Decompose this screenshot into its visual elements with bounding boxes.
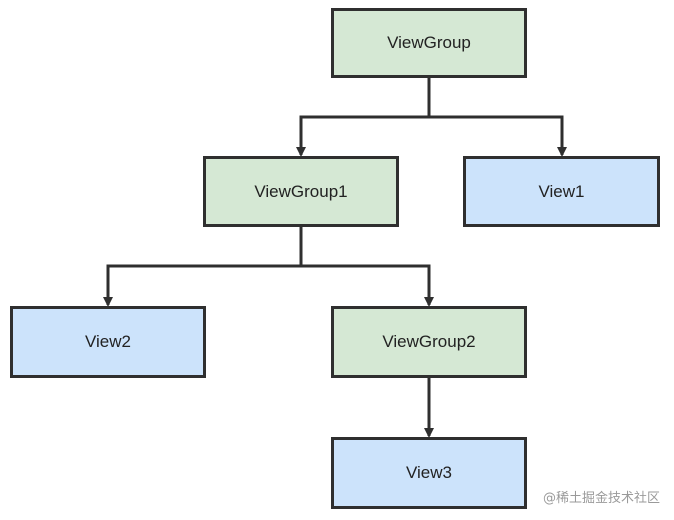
watermark: @稀土掘金技术社区 — [542, 491, 660, 506]
node-viewgroup1: ViewGroup1 — [203, 156, 399, 227]
node-viewgroup-root: ViewGroup — [331, 8, 527, 78]
node-label: ViewGroup2 — [382, 332, 476, 351]
node-view2: View2 — [10, 306, 206, 378]
node-viewgroup2: ViewGroup2 — [331, 306, 527, 378]
connector-root-to-view1 — [427, 78, 567, 157]
node-view1: View1 — [463, 156, 660, 227]
connector-root-to-viewgroup1 — [296, 78, 431, 157]
node-label: ViewGroup1 — [254, 181, 348, 201]
connector-viewgroup1-to-viewgroup2 — [299, 227, 434, 307]
node-label: View3 — [406, 463, 452, 482]
node-view3: View3 — [331, 437, 527, 509]
connector-viewgroup1-to-view2 — [103, 227, 303, 307]
node-label: ViewGroup — [387, 33, 471, 52]
node-label: View1 — [538, 181, 585, 201]
node-label: View2 — [85, 332, 131, 351]
